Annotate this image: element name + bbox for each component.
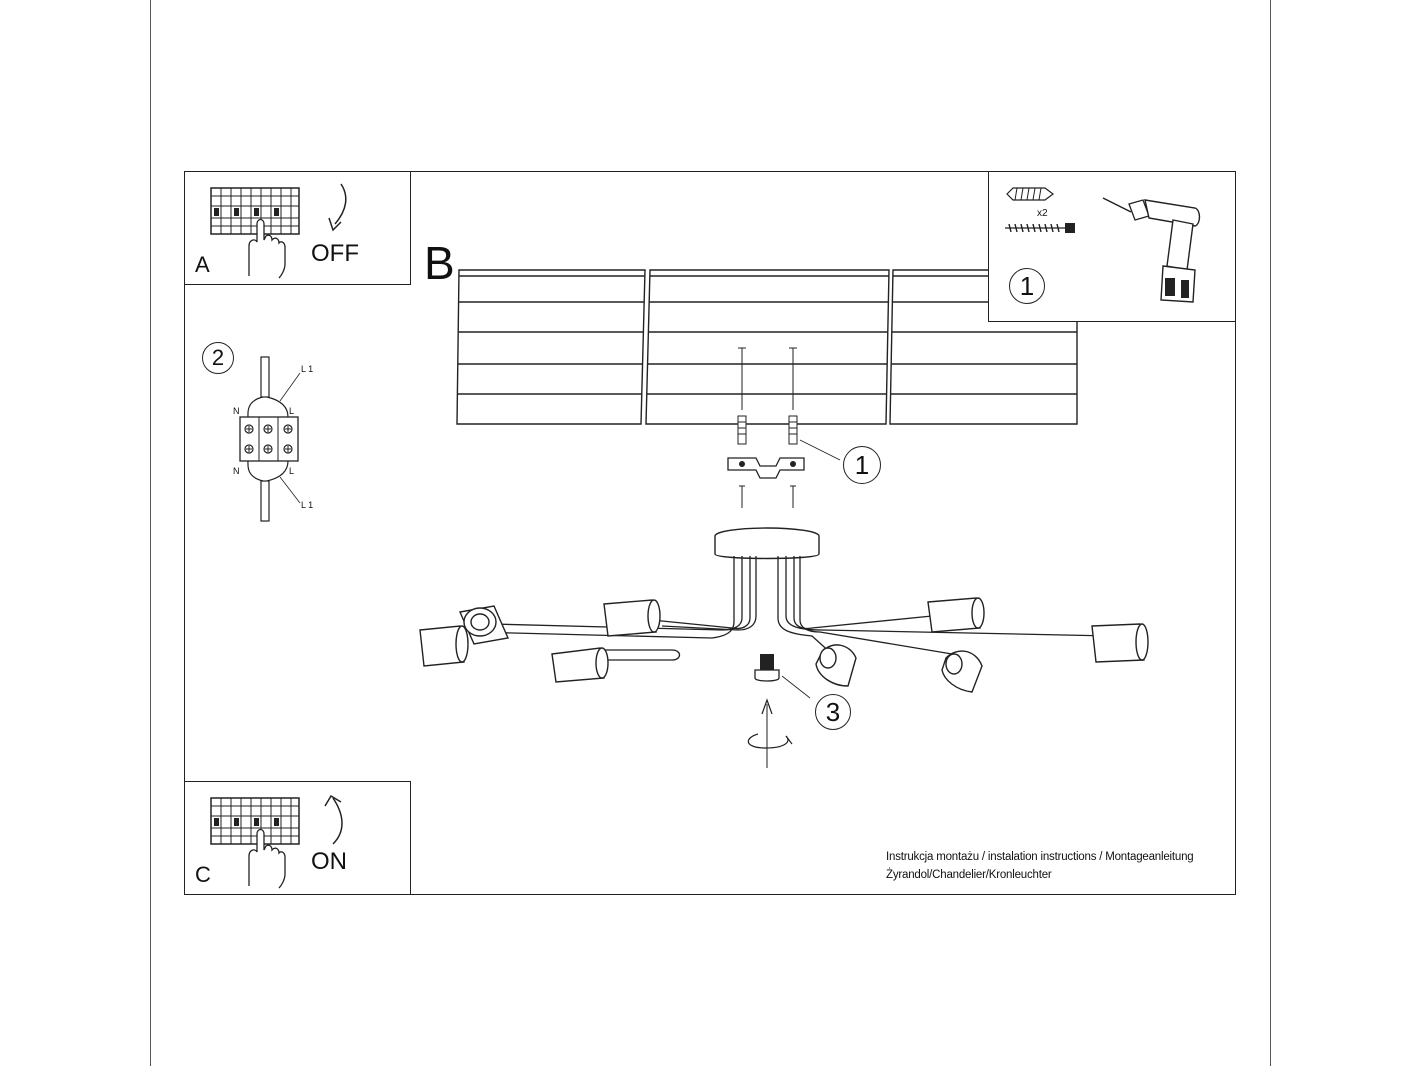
wiring-label-l-top: L <box>289 406 295 416</box>
rotate-up-arrow-icon <box>747 698 793 768</box>
wiring-label-n-top: N <box>233 406 240 416</box>
step-c-letter: C <box>195 862 211 887</box>
instructions-title: Instrukcja montażu / instalation instruc… <box>886 851 1194 863</box>
screw-icon <box>1005 223 1075 233</box>
kit-step-number: 1 <box>1009 268 1045 304</box>
wiring-label-l1-top: L 1 <box>301 364 314 374</box>
step-c-panel: C ON <box>184 781 411 895</box>
step-a-letter: A <box>195 252 210 277</box>
right-margin-line <box>1270 0 1271 1066</box>
wall-plug-icon <box>1006 187 1054 201</box>
bracket-callout-number: 1 <box>843 446 881 484</box>
kit-quantity: x2 <box>1037 208 1048 219</box>
product-name: Żyrandol/Chandelier/Kronleuchter <box>886 869 1052 881</box>
wiring-label-l-bottom: L <box>289 466 295 476</box>
step-b-letter: B <box>424 237 455 289</box>
ceiling-boards-diagram <box>456 269 1078 425</box>
fuse-box-icon <box>210 797 300 889</box>
step-c-on-label: ON <box>311 848 347 875</box>
instruction-frame <box>184 171 1236 895</box>
switch-up-arrow-icon <box>324 794 343 845</box>
fuse-box-icon <box>210 187 300 279</box>
switch-down-arrow-icon <box>328 183 347 232</box>
chandelier-diagram <box>419 527 1149 699</box>
step-a-panel: A OFF <box>184 171 411 285</box>
screw-callout-number: 3 <box>815 694 851 730</box>
drill-icon <box>1102 197 1201 303</box>
wiring-label-n-bottom: N <box>233 466 240 476</box>
wiring-step-number: 2 <box>202 342 234 374</box>
wiring-label-l1-bottom: L 1 <box>301 500 314 510</box>
left-margin-line <box>150 0 151 1066</box>
step-a-off-label: OFF <box>311 240 359 267</box>
tools-kit-panel: x2 1 <box>988 171 1236 322</box>
mounting-bracket-diagram <box>727 347 841 508</box>
wiring-terminal-diagram <box>239 356 301 522</box>
